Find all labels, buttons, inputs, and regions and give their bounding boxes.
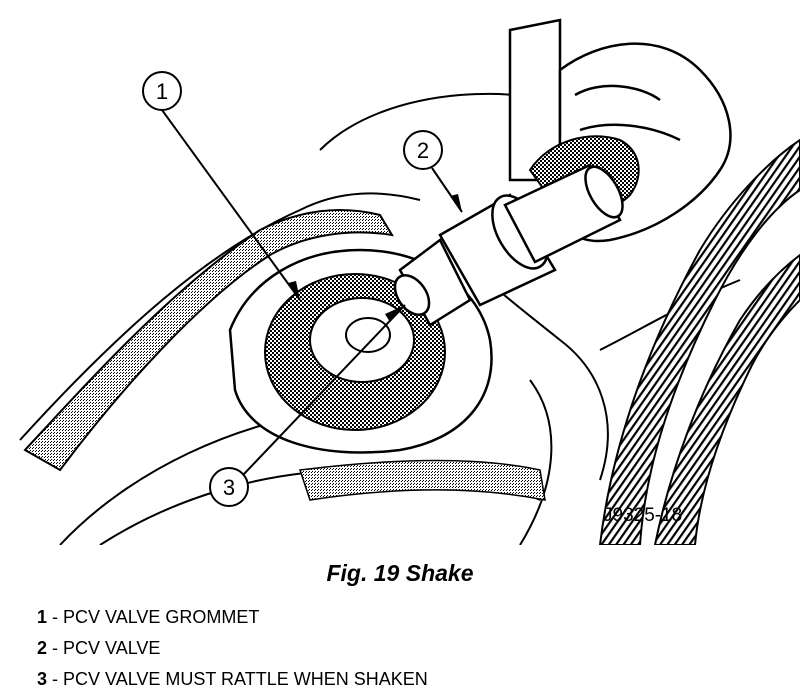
legend-number: 2 [37, 638, 48, 658]
grommet-hole [345, 317, 391, 353]
callout-3: 3 [209, 304, 406, 507]
legend: 1 - PCV VALVE GROMMET 2 - PCV VALVE 3 - … [37, 602, 428, 695]
svg-text:2: 2 [417, 138, 429, 163]
pcv-valve-illustration: 1 2 3 [19, 18, 800, 545]
callout-1: 1 [142, 71, 301, 301]
legend-text: - PCV VALVE GROMMET [47, 607, 260, 627]
svg-text:3: 3 [223, 475, 235, 500]
legend-item: 1 - PCV VALVE GROMMET [37, 602, 428, 633]
figure-caption: Fig. 19 Shake [326, 560, 474, 586]
svg-text:1: 1 [156, 79, 168, 104]
figure-code: J9325-18 [603, 505, 683, 526]
legend-item: 3 - PCV VALVE MUST RATTLE WHEN SHAKEN [37, 664, 428, 695]
legend-number: 1 [37, 607, 48, 627]
legend-item: 2 - PCV VALVE [37, 633, 428, 664]
callout-2: 2 [403, 130, 463, 213]
wiring-harness [598, 138, 800, 545]
pcv-valve [393, 163, 624, 327]
legend-text: - PCV VALVE MUST RATTLE WHEN SHAKEN [47, 669, 428, 689]
cover-lower-band [298, 459, 546, 501]
cover-ridge [23, 209, 394, 472]
legend-text: - PCV VALVE [47, 638, 161, 658]
legend-number: 3 [37, 669, 48, 689]
